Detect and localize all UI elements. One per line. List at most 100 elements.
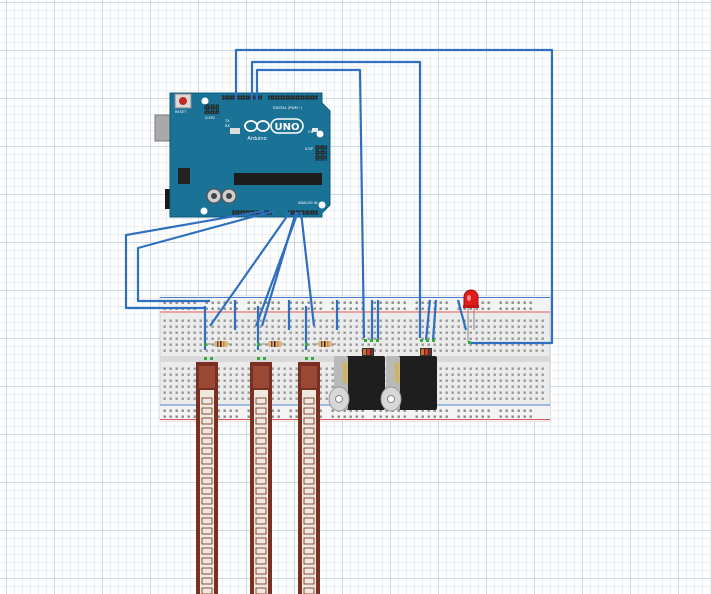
flex-sensor-segment xyxy=(303,567,315,575)
icsp2-header xyxy=(204,104,219,114)
voltage-regulator xyxy=(178,168,190,184)
flex-sensor-segment xyxy=(303,407,315,415)
flex-sensor-segment xyxy=(201,517,213,525)
crystal xyxy=(230,128,240,134)
flex-sensor xyxy=(250,362,272,594)
resistor xyxy=(208,341,232,347)
uno-badge xyxy=(270,118,304,134)
flex-sensor-segment xyxy=(303,557,315,565)
flex-sensor-segment xyxy=(303,397,315,405)
mounting-hole xyxy=(201,97,209,105)
flex-sensor-segment xyxy=(201,577,213,585)
mounting-hole xyxy=(318,201,326,209)
flex-sensor-segment xyxy=(303,497,315,505)
flex-sensor-segment xyxy=(303,477,315,485)
jumper xyxy=(431,299,438,341)
flex-sensor xyxy=(196,362,218,594)
flex-sensor-segment xyxy=(255,577,267,585)
wire-servo1-signal xyxy=(255,68,366,339)
flex-sensor-segment xyxy=(201,427,213,435)
servo-brand-label: GARDIF xyxy=(341,362,347,383)
flex-sensor-segment xyxy=(303,457,315,465)
flex-sensor-segment xyxy=(255,397,267,405)
red-led xyxy=(463,289,479,342)
flex-sensor-segment xyxy=(255,467,267,475)
flex-sensor-segment xyxy=(201,407,213,415)
flex-sensor-segment xyxy=(303,417,315,425)
flex-sensor xyxy=(298,362,320,594)
led-l xyxy=(312,128,318,132)
arduino-pcb xyxy=(169,92,331,218)
flex-sensor-segment xyxy=(255,537,267,545)
digital-header-left xyxy=(222,95,262,100)
flex-sensor-segment xyxy=(255,497,267,505)
wire-analog-aux xyxy=(254,211,300,327)
flex-sensor-segment xyxy=(255,427,267,435)
flex-sensor-segment xyxy=(255,507,267,515)
flex-sensor-segment xyxy=(201,527,213,535)
flex-sensor-segment xyxy=(255,587,267,594)
icsp-label: ICSP xyxy=(305,147,313,151)
wire-led xyxy=(234,48,554,345)
resistor xyxy=(262,341,286,347)
capacitor-top xyxy=(226,193,232,199)
arduino-brand-label: Arduino xyxy=(247,136,266,142)
reset-button-cap[interactable] xyxy=(179,97,187,105)
flex-sensor-segment xyxy=(255,447,267,455)
flex-sensor-segment xyxy=(303,487,315,495)
flex-sensor-segment xyxy=(201,567,213,575)
icsp2-label: ICSP2 xyxy=(205,116,215,120)
resistor xyxy=(312,341,336,347)
flex-sensor-segment xyxy=(255,407,267,415)
flex-sensor-segment xyxy=(255,487,267,495)
wire-power-gnd xyxy=(136,209,275,303)
wire-servo2-signal xyxy=(250,60,422,338)
uno-label: UNO xyxy=(275,122,300,133)
arduino-uno-board: UNO Arduino DIGITAL (PWM~) ANALOG IN ICS… xyxy=(154,92,331,218)
flex-sensor-segment xyxy=(201,467,213,475)
flex-sensor-segment xyxy=(201,497,213,505)
servo-motor: GARDIF xyxy=(380,348,437,412)
flex-sensor-segment xyxy=(303,577,315,585)
tx-label: TX xyxy=(224,119,230,123)
flex-sensor-segment xyxy=(201,487,213,495)
pin-markers xyxy=(204,339,471,360)
flex-sensor-segment xyxy=(303,547,315,555)
analog-header-label: ANALOG IN xyxy=(298,201,318,205)
on-label: ON xyxy=(308,130,314,134)
wire-analog-a0 xyxy=(209,211,291,327)
flex-sensor-segment xyxy=(255,567,267,575)
flex-sensor-segment xyxy=(201,437,213,445)
wires xyxy=(124,48,554,350)
mounting-hole xyxy=(316,130,324,138)
arduino-logo: UNO Arduino xyxy=(244,118,304,142)
flex-sensor-segment xyxy=(201,547,213,555)
flex-sensor-segment xyxy=(201,417,213,425)
flex-sensor-segment xyxy=(255,547,267,555)
flex-sensor-segment xyxy=(255,517,267,525)
flex-sensor-segment xyxy=(201,587,213,594)
flex-sensor-segment xyxy=(255,557,267,565)
flex-sensor-segment xyxy=(303,447,315,455)
digital-header-label: DIGITAL (PWM~) xyxy=(273,106,303,110)
flex-sensor-segment xyxy=(201,447,213,455)
flex-sensor-segment xyxy=(303,437,315,445)
atmega-chip xyxy=(234,173,322,185)
flex-sensor-segment xyxy=(303,527,315,535)
wire-analog-a2 xyxy=(299,211,316,327)
flex-sensor-segment xyxy=(303,587,315,594)
rx-label: RX xyxy=(225,124,230,128)
flex-sensor-segment xyxy=(255,437,267,445)
flex-sensor-segment xyxy=(201,457,213,465)
icsp-header xyxy=(315,145,327,161)
flex-sensor-segment xyxy=(201,507,213,515)
wire-power-5v xyxy=(124,209,265,310)
analog-header xyxy=(288,210,318,215)
digital-header-right xyxy=(268,95,318,100)
flex-sensor-segment xyxy=(303,537,315,545)
flex-sensor-segment xyxy=(201,477,213,485)
flex-sensor-segment xyxy=(303,517,315,525)
flex-sensor-segment xyxy=(303,507,315,515)
flex-sensor-segment xyxy=(255,417,267,425)
